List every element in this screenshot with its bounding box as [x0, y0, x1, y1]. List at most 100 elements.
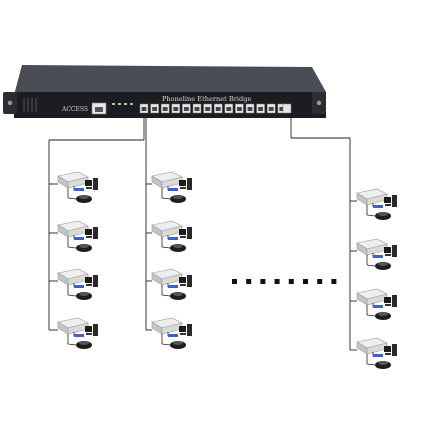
- phone-cord: [366, 314, 376, 317]
- phone-port-socket: [184, 107, 189, 111]
- phone-port-socket: [141, 107, 147, 111]
- pc-monitor: [384, 297, 391, 303]
- phone-handset: [378, 312, 388, 316]
- pc-keyboard: [86, 236, 92, 238]
- phone-handset: [378, 262, 388, 266]
- phone-cord: [161, 197, 171, 200]
- phone-port: [160, 103, 170, 114]
- terminal-unit: [350, 337, 397, 369]
- pc-monitor: [179, 326, 186, 332]
- terminal-unit: [146, 171, 192, 203]
- pc-monitor: [85, 277, 92, 283]
- pc-keyboard: [385, 304, 391, 306]
- blue-cable: [74, 188, 84, 191]
- phone-port-socket: [279, 107, 285, 111]
- terminal-unit: [350, 238, 397, 270]
- pc-tower: [392, 195, 397, 207]
- phone-port: [171, 103, 181, 114]
- continuation-dot: [317, 279, 323, 284]
- pc-tower: [187, 275, 192, 287]
- phone-port-socket: [162, 107, 168, 111]
- phone-handset: [79, 292, 89, 296]
- phone-handset: [173, 195, 183, 199]
- phone-cord: [67, 197, 77, 200]
- phone-port-socket: [237, 107, 242, 111]
- blue-cable: [168, 237, 178, 240]
- terminal-unit: [146, 268, 192, 300]
- phone-cord: [161, 343, 171, 346]
- phone-cord: [161, 294, 171, 297]
- phone-cord: [366, 363, 376, 366]
- pc-keyboard: [385, 204, 391, 206]
- terminal-unit: [49, 220, 98, 252]
- blue-cable: [373, 354, 383, 357]
- pc-keyboard: [180, 236, 186, 238]
- phone-port-socket: [258, 107, 263, 111]
- aux-port: [282, 103, 292, 114]
- phone-cord: [161, 246, 171, 249]
- terminal-unit: [49, 171, 98, 203]
- phone-handset: [378, 361, 388, 365]
- phone-handset: [173, 341, 183, 345]
- pc-tower: [392, 295, 397, 307]
- blue-cable: [168, 334, 178, 337]
- phone-port-socket: [173, 107, 179, 111]
- pc-keyboard: [86, 187, 92, 189]
- terminal-unit: [146, 317, 192, 349]
- device-title: Phoneline Ethernet Bridge: [162, 95, 251, 103]
- phone-cord: [67, 246, 77, 249]
- phone-port-socket: [226, 107, 232, 111]
- phone-ports: [139, 103, 292, 114]
- phone-handset: [79, 195, 89, 199]
- phone-port: [235, 103, 244, 114]
- blue-cable: [373, 205, 383, 208]
- pc-tower: [93, 275, 98, 287]
- bridge-device: ACCESS Phoneline Ethernet Bridge: [3, 65, 326, 118]
- phone-port-socket: [205, 107, 210, 111]
- phone-port-socket: [152, 107, 157, 111]
- phone-port-socket: [268, 107, 274, 111]
- terminal-unit: [350, 288, 397, 320]
- phone-handset: [79, 341, 89, 345]
- phone-port-socket: [247, 107, 253, 111]
- terminal-unit: [49, 317, 98, 349]
- phone-port: [192, 103, 202, 114]
- continuation-dots: [232, 279, 337, 284]
- pc-monitor: [384, 247, 391, 253]
- phone-port-socket: [194, 107, 200, 111]
- pc-tower: [187, 324, 192, 336]
- phone-handset: [173, 244, 183, 248]
- phone-port: [203, 103, 212, 114]
- pc-monitor: [179, 277, 186, 283]
- blue-cable: [74, 285, 84, 288]
- pc-tower: [93, 324, 98, 336]
- continuation-dot: [260, 279, 266, 284]
- phone-port: [245, 103, 255, 114]
- pc-keyboard: [180, 187, 186, 189]
- pc-tower: [187, 178, 192, 190]
- vent-grille: [23, 98, 37, 112]
- left-rack-hole: [7, 100, 13, 106]
- pc-monitor: [179, 180, 186, 186]
- brand-label: ACCESS: [61, 106, 88, 113]
- uplink-port-socket: [95, 107, 103, 112]
- continuation-dot: [303, 279, 308, 284]
- blue-cable: [373, 255, 383, 258]
- terminal-unit: [350, 188, 397, 220]
- phone-port-socket: [215, 107, 221, 111]
- pc-keyboard: [86, 333, 92, 335]
- blue-cable: [168, 188, 178, 191]
- pc-monitor: [384, 197, 391, 203]
- phone-port: [224, 103, 234, 114]
- continuation-dot: [274, 279, 280, 284]
- pc-tower: [93, 227, 98, 239]
- device-top-surface: [14, 65, 326, 95]
- phone-port: [150, 103, 159, 114]
- pc-monitor: [85, 326, 92, 332]
- pc-tower: [392, 344, 397, 356]
- phone-cord: [67, 343, 77, 346]
- continuation-dot: [331, 279, 337, 284]
- pc-monitor: [85, 180, 92, 186]
- blue-cable: [74, 237, 84, 240]
